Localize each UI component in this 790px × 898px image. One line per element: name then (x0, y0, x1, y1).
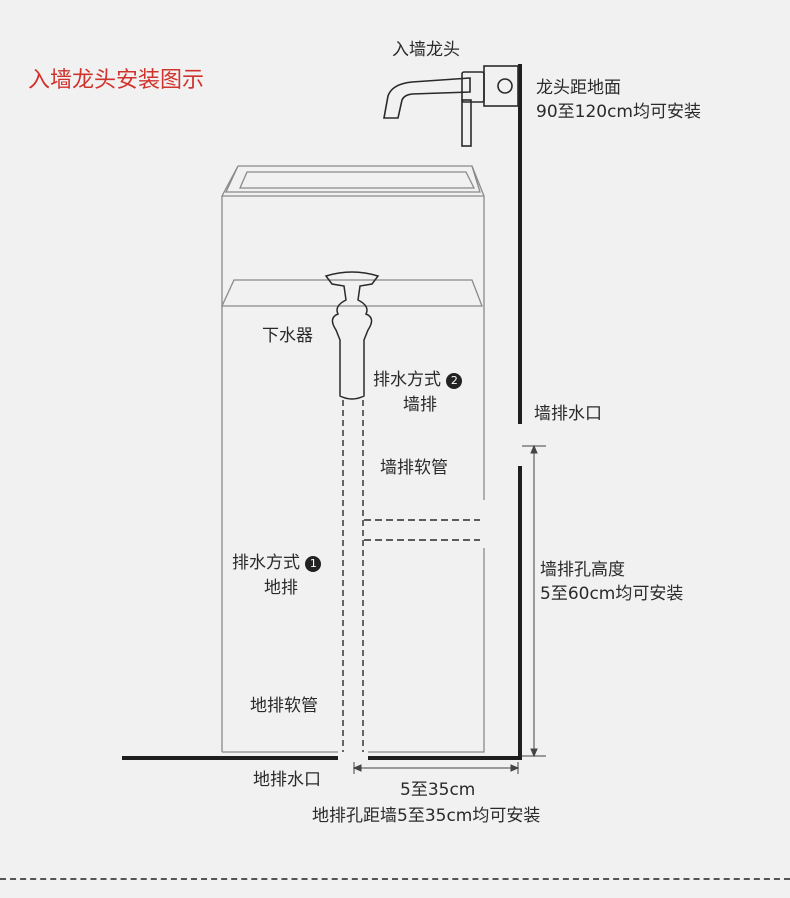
method1-badge: 1 (305, 556, 322, 572)
floor-distance-dimension (352, 762, 520, 774)
floor-distance-note: 地排孔距墙5至35cm均可安装 (312, 806, 541, 826)
floor-outlet-label: 地排水口 (253, 770, 321, 790)
method1-text: 排水方式 (232, 553, 300, 573)
floor-drain-hose (342, 400, 364, 752)
wall-faucet (383, 65, 519, 147)
wall-outlet-label: 墙排水口 (534, 404, 602, 424)
wall-hole-height-range: 5至60cm均可安装 (540, 584, 684, 604)
page-title: 入墙龙头安装图示 (28, 68, 205, 93)
wall-hose-label: 墙排软管 (380, 458, 448, 478)
wall-drain-hose (364, 519, 480, 541)
floor-hose-label: 地排软管 (250, 696, 318, 716)
wall-hole-height-label: 墙排孔高度 (540, 560, 625, 580)
faucet-height-label: 龙头距地面 (536, 78, 621, 98)
method2-label: 排水方式 2 (373, 370, 463, 390)
bottom-divider (0, 878, 790, 880)
faucet-label: 入墙龙头 (392, 40, 460, 60)
method1-label: 排水方式 1 (232, 553, 322, 573)
method2-badge: 2 (446, 373, 463, 389)
method1-type: 地排 (264, 578, 298, 598)
method2-text: 排水方式 (373, 370, 441, 390)
floor-distance-label: 5至35cm (400, 780, 476, 800)
drain-fitting (324, 271, 380, 400)
pedestal-basin (220, 165, 485, 753)
method2-type: 墙排 (403, 395, 437, 415)
faucet-height-range: 90至120cm均可安装 (536, 102, 701, 122)
drain-fitting-label: 下水器 (262, 326, 313, 346)
wall-hole-height-dimension (522, 444, 546, 758)
